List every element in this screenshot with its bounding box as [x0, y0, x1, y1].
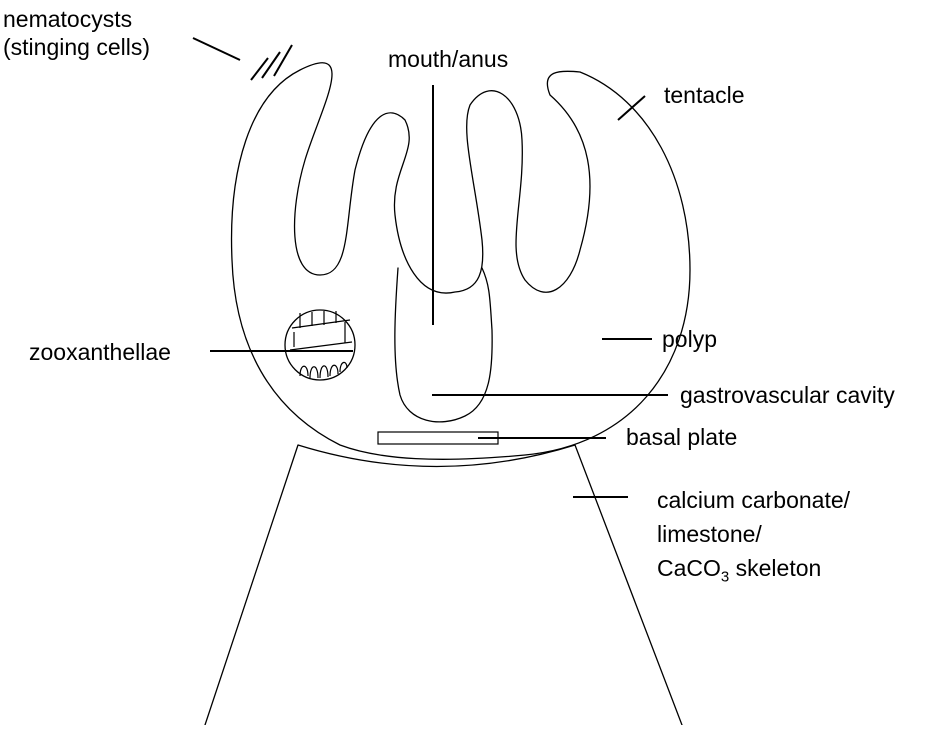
skeleton-label-line3: CaCO3 skeleton — [657, 551, 850, 595]
tentacle-label: tentacle — [664, 81, 745, 109]
skeleton-label: calcium carbonate/ limestone/ CaCO3 skel… — [657, 483, 850, 595]
nematocysts-label-line1: nematocysts — [3, 5, 150, 33]
gastrovascular-label: gastrovascular cavity — [680, 381, 895, 409]
polyp-body — [232, 63, 690, 460]
basal-plate-label: basal plate — [626, 423, 737, 451]
mouth-label: mouth/anus — [388, 45, 508, 73]
skeleton-formula-prefix: CaCO — [657, 555, 721, 581]
skeleton-formula-subscript: 3 — [721, 569, 729, 586]
nematocysts-leader-line — [193, 38, 240, 60]
zooxanthellae-cell — [285, 310, 355, 380]
gastrovascular-cavity — [395, 268, 492, 422]
zooxanthellae-label: zooxanthellae — [29, 338, 171, 366]
nematocysts-label: nematocysts (stinging cells) — [3, 5, 150, 61]
nematocyst-bristles — [251, 45, 292, 80]
nematocysts-label-line2: (stinging cells) — [3, 33, 150, 61]
calcium-carbonate-skeleton — [205, 445, 682, 725]
skeleton-label-line2: limestone/ — [657, 517, 850, 551]
polyp-label: polyp — [662, 325, 717, 353]
skeleton-formula-suffix: skeleton — [729, 555, 821, 581]
skeleton-label-line1: calcium carbonate/ — [657, 483, 850, 517]
